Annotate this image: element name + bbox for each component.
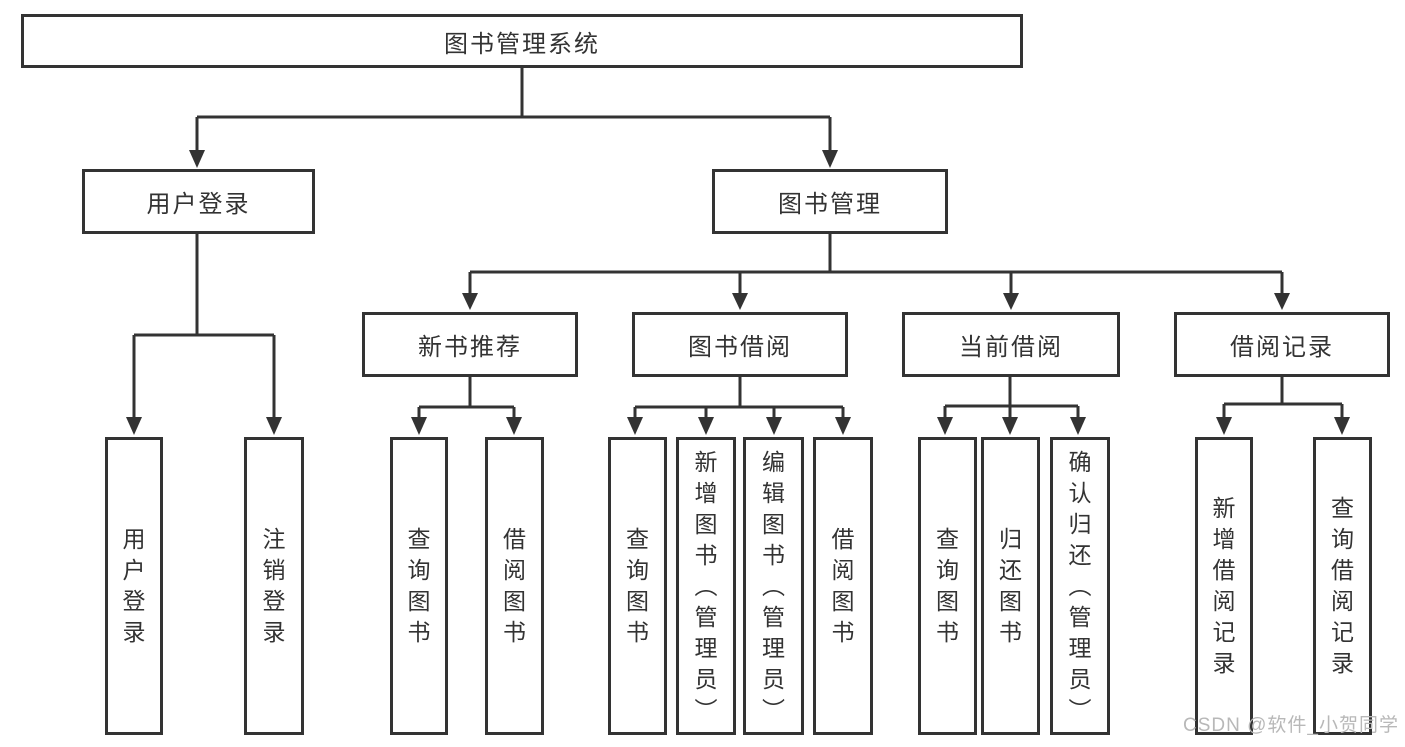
- connector-new-books-to-children: [417, 377, 516, 420]
- node-user-login-label: 用户登录: [146, 191, 251, 218]
- arrow-to-d3: [1070, 417, 1086, 435]
- node-leaf-query-books-3: 查询图书: [918, 437, 977, 735]
- node-leaf-query-books-2-label: 查询图书: [626, 526, 649, 645]
- node-leaf-confirm-return-admin-label: 确认归还︵管理员︶: [1068, 448, 1092, 723]
- connector-paths: [132, 68, 1344, 420]
- node-book-mgmt: 图书管理: [712, 169, 948, 234]
- node-root-label: 图书管理系统: [444, 30, 600, 58]
- node-leaf-query-books-1-label: 查询图书: [407, 526, 431, 645]
- arrow-to-d1: [937, 417, 953, 435]
- node-user-login: 用户登录: [82, 169, 315, 234]
- node-new-books-label: 新书推荐: [418, 334, 522, 361]
- node-leaf-borrow-books-2: 借阅图书: [813, 437, 873, 735]
- arrow-to-e2: [1334, 417, 1350, 435]
- node-leaf-query-borrow-record: 查询借阅记录: [1313, 437, 1372, 735]
- node-leaf-query-books-1: 查询图书: [390, 437, 448, 735]
- arrow-to-c2: [698, 417, 714, 435]
- arrow-to-a2: [266, 417, 282, 435]
- node-book-borrow: 图书借阅: [632, 312, 848, 377]
- node-new-books: 新书推荐: [362, 312, 578, 377]
- node-book-mgmt-label: 图书管理: [778, 191, 882, 218]
- arrow-to-book-borrow: [732, 293, 748, 310]
- arrow-to-c4: [835, 417, 851, 435]
- arrow-to-current-borrow: [1003, 293, 1019, 310]
- node-leaf-edit-books-admin-label: 编辑图书︵管理员︶: [762, 448, 785, 723]
- node-leaf-logout: 注销登录: [244, 437, 304, 735]
- arrow-to-book-mgmt: [822, 150, 838, 168]
- node-current-borrow: 当前借阅: [902, 312, 1120, 377]
- node-leaf-user-login: 用户登录: [105, 437, 163, 735]
- arrow-to-b2: [506, 417, 522, 435]
- node-borrow-records: 借阅记录: [1174, 312, 1390, 377]
- arrow-to-borrow-records: [1274, 293, 1290, 310]
- arrow-to-a1: [126, 417, 142, 435]
- csdn-watermark: CSDN @软件_小贺同学: [1183, 715, 1399, 736]
- node-leaf-add-books-admin-label: 新增图书︵管理员︶: [694, 448, 718, 723]
- node-leaf-edit-books-admin: 编辑图书︵管理员︶: [743, 437, 804, 735]
- node-leaf-borrow-books-1-label: 借阅图书: [503, 526, 526, 645]
- arrow-to-new-books: [462, 293, 478, 310]
- connector-borrow-records-to-children: [1222, 377, 1344, 420]
- connector-book-mgmt-to-level3: [468, 233, 1284, 296]
- connector-book-borrow-to-children: [633, 377, 845, 420]
- node-leaf-user-login-label: 用户登录: [122, 526, 146, 645]
- node-leaf-query-books-2: 查询图书: [608, 437, 667, 735]
- node-leaf-logout-label: 注销登录: [262, 526, 286, 645]
- node-leaf-borrow-books-1: 借阅图书: [485, 437, 544, 735]
- node-leaf-query-borrow-record-label: 查询借阅记录: [1331, 495, 1354, 676]
- arrow-to-c3: [766, 417, 782, 435]
- node-leaf-borrow-books-2-label: 借阅图书: [831, 526, 855, 645]
- node-borrow-records-label: 借阅记录: [1230, 334, 1334, 361]
- node-leaf-query-books-3-label: 查询图书: [936, 526, 959, 645]
- arrow-to-user-login: [189, 150, 205, 168]
- node-leaf-add-borrow-record-label: 新增借阅记录: [1212, 495, 1236, 676]
- node-leaf-add-books-admin: 新增图书︵管理员︶: [676, 437, 736, 735]
- node-leaf-return-books-label: 归还图书: [999, 526, 1022, 645]
- node-leaf-confirm-return-admin: 确认归还︵管理员︶: [1050, 437, 1110, 735]
- connector-user-login-to-children: [132, 233, 276, 420]
- arrowheads: [126, 150, 1350, 435]
- node-book-borrow-label: 图书借阅: [688, 334, 792, 361]
- connector-root-to-level2: [195, 68, 832, 152]
- node-leaf-return-books: 归还图书: [981, 437, 1040, 735]
- arrow-to-d2: [1002, 417, 1018, 435]
- node-leaf-add-borrow-record: 新增借阅记录: [1195, 437, 1253, 735]
- arrow-to-e1: [1216, 417, 1232, 435]
- node-current-borrow-label: 当前借阅: [959, 334, 1063, 361]
- arrow-to-b1: [411, 417, 427, 435]
- connector-current-borrow-to-children: [943, 377, 1080, 420]
- node-root: 图书管理系统: [21, 14, 1023, 68]
- arrow-to-c1: [627, 417, 643, 435]
